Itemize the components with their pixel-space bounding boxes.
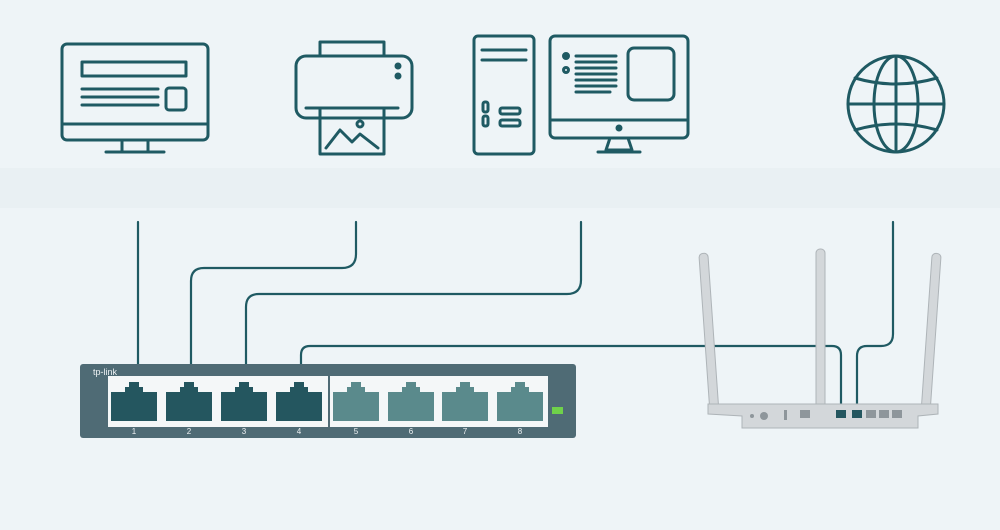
cable-internet-to-router-wan	[855, 220, 895, 412]
router-power-jack	[760, 412, 768, 420]
device-band	[0, 168, 1000, 208]
globe-icon	[846, 54, 946, 154]
router-reset-button	[784, 410, 787, 420]
router-usb-port	[800, 410, 810, 418]
switch-ports: 1 2 3 4 5 6 7 8	[111, 382, 543, 436]
switch-brand-label: tp-link	[93, 367, 118, 377]
switch-port-5	[333, 382, 379, 421]
router-antenna-left	[698, 252, 720, 414]
switch-port-label-3: 3	[242, 427, 247, 436]
switch-port-label-8: 8	[518, 427, 523, 436]
router-lan-port-4	[892, 410, 902, 418]
cable-printer-to-port-2	[189, 220, 358, 384]
router-antenna-right	[920, 252, 942, 414]
switch-port-4	[276, 382, 322, 421]
printer-icon	[294, 40, 414, 156]
switch-port-8	[497, 382, 543, 421]
router	[698, 248, 942, 429]
switch-port-7	[442, 382, 488, 421]
switch-port-2	[166, 382, 212, 421]
cable-port-4-to-router	[299, 344, 843, 412]
router-lan-port-3	[879, 410, 889, 418]
desktop-computer-icon	[472, 34, 690, 156]
router-antenna-center	[815, 248, 826, 414]
router-wan-port	[852, 410, 862, 418]
router-body	[707, 403, 939, 429]
switch-port-label-4: 4	[297, 427, 302, 436]
switch-port-label-2: 2	[187, 427, 192, 436]
router-lan-port-1	[836, 410, 846, 418]
switch-port-label-1: 1	[132, 427, 137, 436]
router-lan-port-2	[866, 410, 876, 418]
switch-port-label-7: 7	[463, 427, 468, 436]
switch-port-label-5: 5	[354, 427, 359, 436]
switch-port-6	[388, 382, 434, 421]
network-switch: tp-link 1 2 3 4 5 6 7 8	[80, 364, 576, 438]
switch-port-3	[221, 382, 267, 421]
monitor-icon	[60, 42, 210, 154]
status-led	[552, 407, 563, 414]
cable-pc-to-port-3	[244, 220, 583, 384]
router-power-button	[750, 414, 754, 418]
switch-port-1	[111, 382, 157, 421]
network-cables	[136, 220, 895, 412]
switch-port-label-6: 6	[409, 427, 414, 436]
